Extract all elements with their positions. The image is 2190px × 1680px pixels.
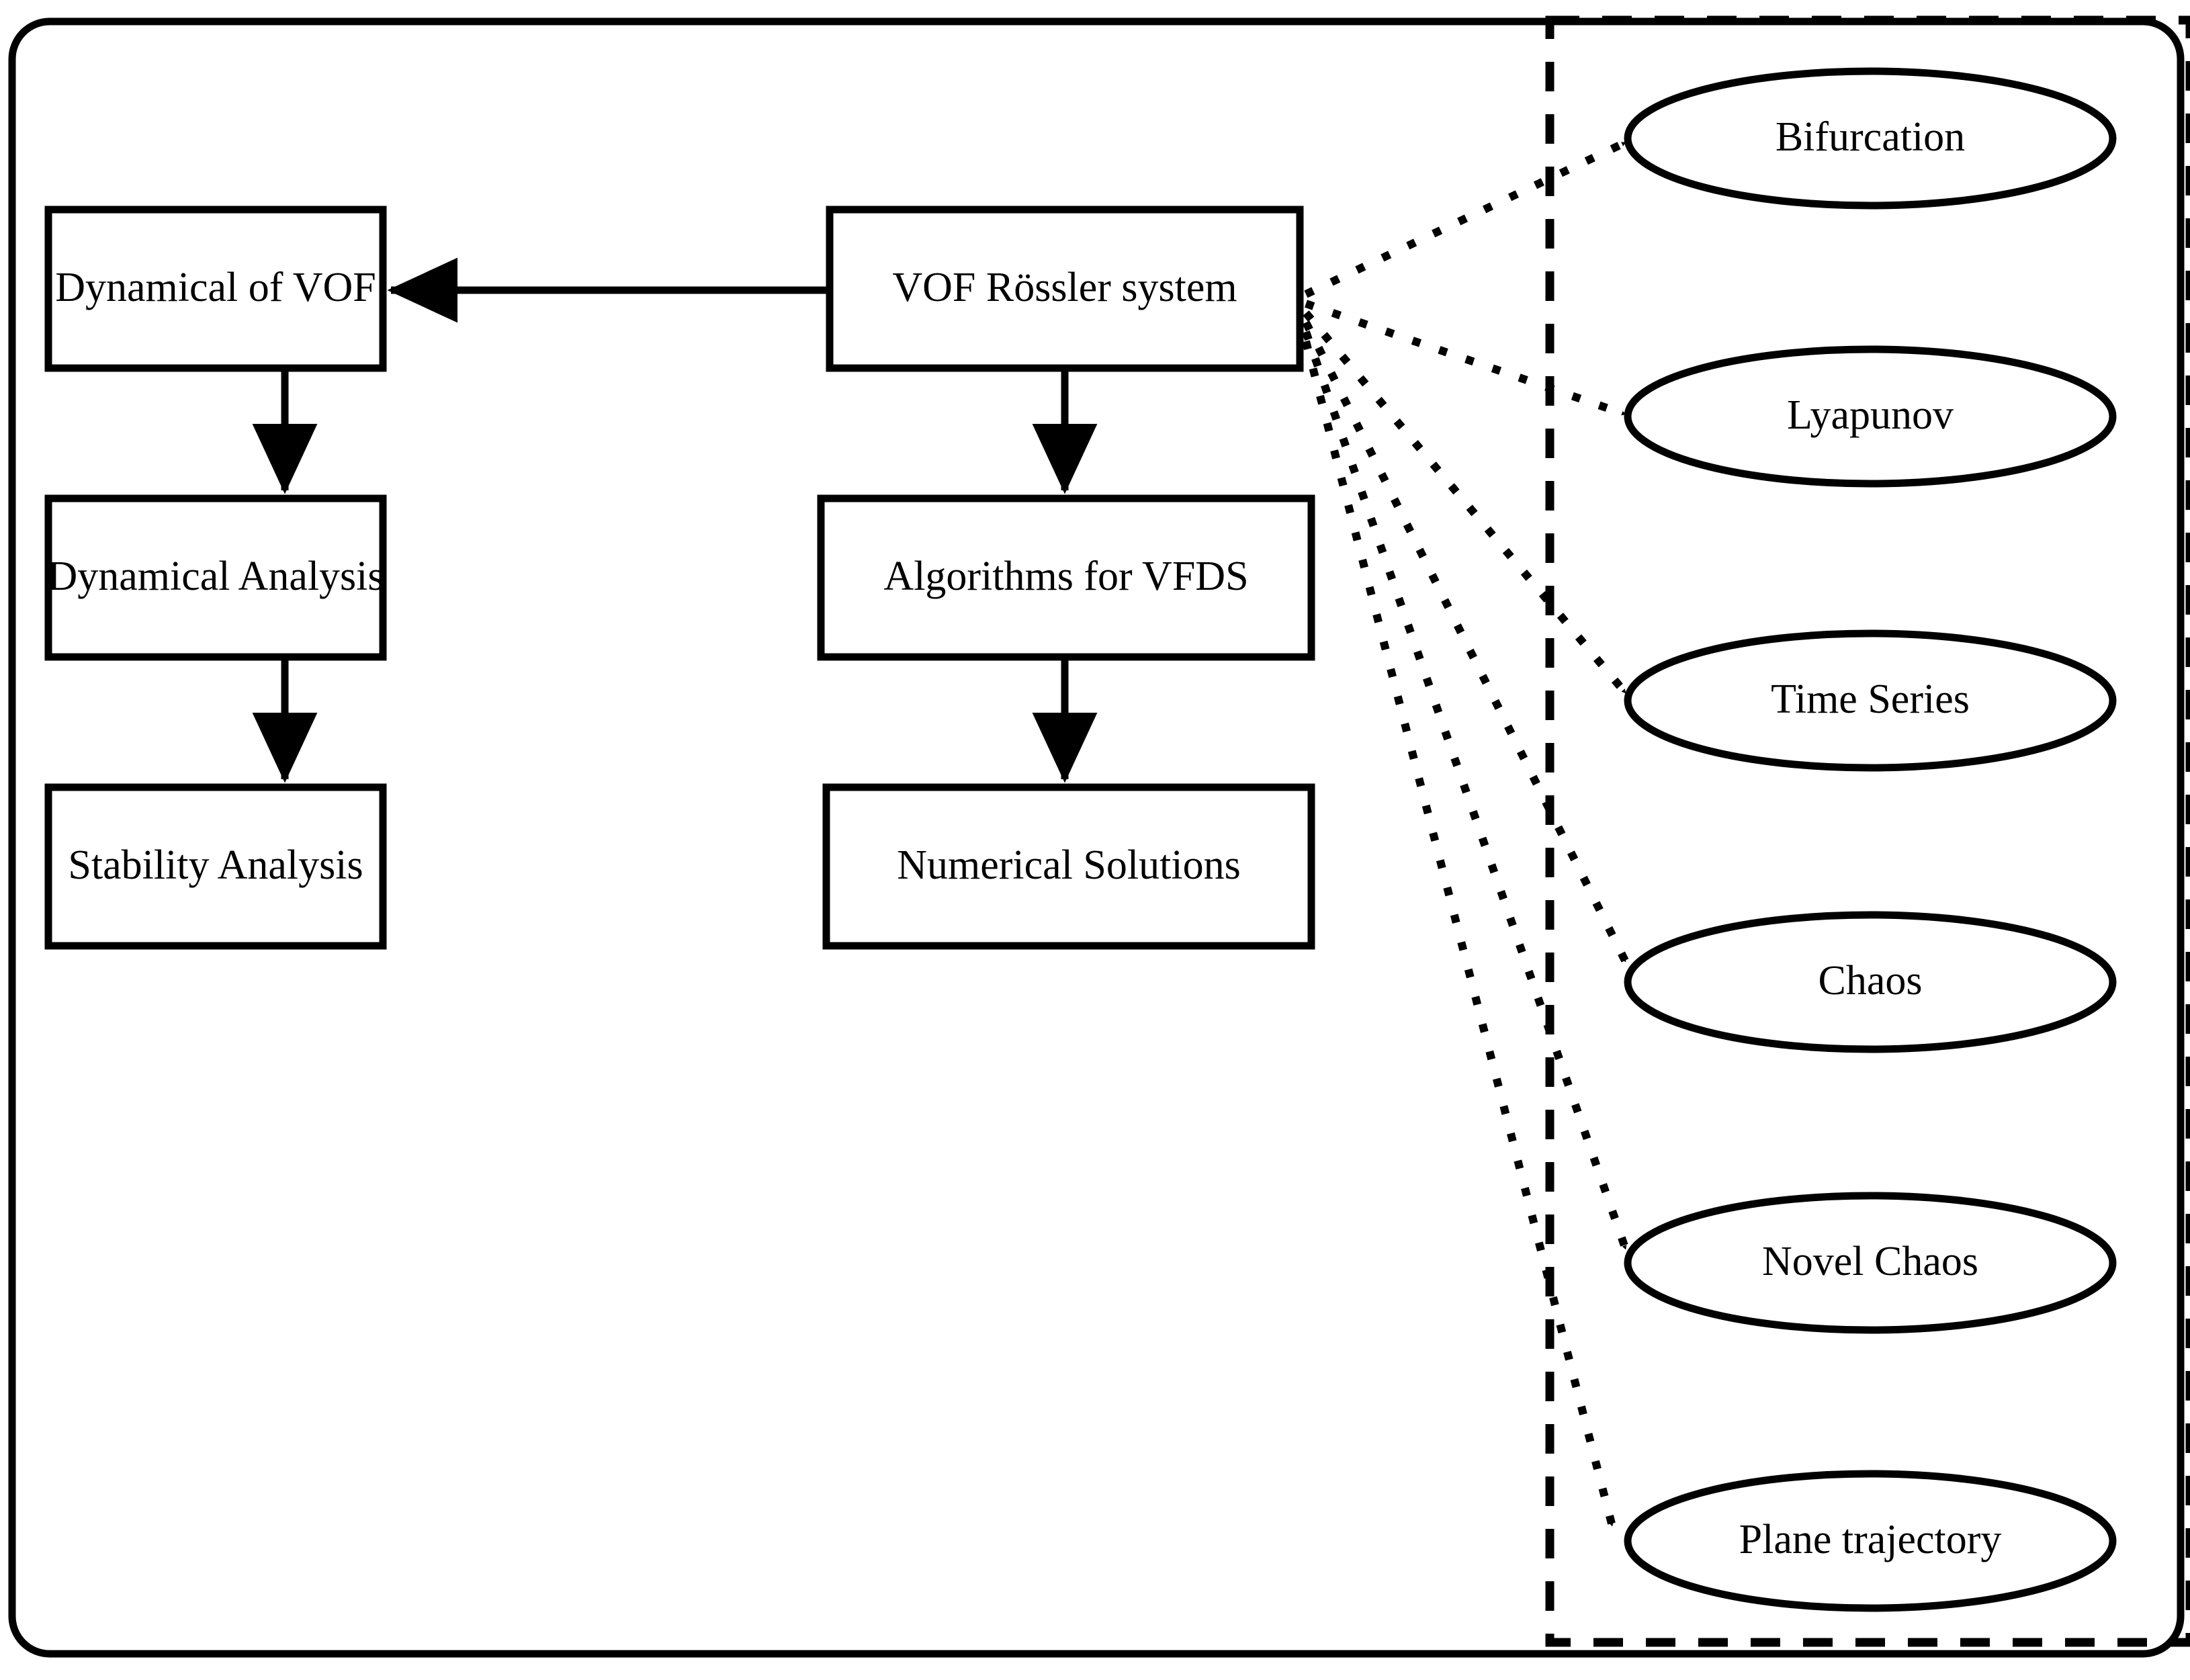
process-box-numerical-solutions[interactable]: Numerical Solutions <box>822 783 1315 950</box>
result-ellipse-chaos[interactable]: Chaos <box>1624 911 2117 1053</box>
process-box-algorithms-for-vfds[interactable]: Algorithms for VFDS <box>817 494 1315 661</box>
result-ellipse-novel-chaos[interactable]: Novel Chaos <box>1624 1192 2117 1334</box>
process-box-dynamical-of-vof[interactable]: Dynamical of VOF <box>44 206 387 372</box>
box-label: Numerical Solutions <box>897 842 1240 888</box>
result-ellipse-lyapunov[interactable]: Lyapunov <box>1624 345 2117 488</box>
dotted-rossler-to-time-series <box>1303 310 1629 696</box>
ellipse-label: Novel Chaos <box>1762 1239 1978 1284</box>
dotted-rossler-to-lyapunov <box>1305 300 1627 418</box>
dotted-rossler-to-novel-chaos <box>1302 330 1630 1251</box>
box-outline <box>822 783 1315 950</box>
result-ellipse-bifurcation[interactable]: Bifurcation <box>1624 67 2117 210</box>
box-outline <box>44 783 387 950</box>
box-outline <box>817 494 1315 661</box>
process-box-group: Dynamical of VOF Dynamical AnalysisStabil… <box>44 206 1315 950</box>
process-box-vof-rossler-system[interactable]: VOF Rössler system <box>826 206 1304 372</box>
box-label: Dynamical of VOF <box>55 265 376 310</box>
result-ellipse-time-series[interactable]: Time Series <box>1624 629 2117 772</box>
dotted-rossler-to-plane-trajectory <box>1302 340 1616 1528</box>
box-outline <box>44 494 387 661</box>
box-label: Stability Analysis <box>68 842 363 888</box>
solid-arrow-group <box>252 257 1098 783</box>
ellipse-outline <box>1624 67 2117 210</box>
ellipse-outline <box>1624 629 2117 772</box>
ellipse-label: Bifurcation <box>1776 114 1965 160</box>
dotted-arrow-group <box>1302 138 1630 1528</box>
process-box-stability-analysis[interactable]: Stability Analysis <box>44 783 387 950</box>
box-outline <box>44 206 387 372</box>
process-box-dynamical-analysis[interactable]: Dynamical Analysis <box>44 494 387 661</box>
dotted-rossler-to-chaos <box>1302 320 1630 964</box>
ellipse-outline <box>1624 911 2117 1053</box>
box-label: VOF Rössler system <box>892 265 1237 310</box>
ellipse-label: Chaos <box>1819 958 1923 1004</box>
dotted-rossler-to-bifurcation <box>1304 138 1628 298</box>
ellipse-outline <box>1624 1192 2117 1334</box>
ellipse-label: Time Series <box>1771 676 1970 722</box>
ellipse-outline <box>1624 345 2117 488</box>
ellipse-outline <box>1624 1470 2117 1612</box>
dashed-results-group <box>1545 15 2190 1647</box>
box-outline <box>826 206 1304 372</box>
box-label: Algorithms for VFDS <box>883 554 1248 599</box>
ellipse-label: Plane trajectory <box>1739 1517 2002 1562</box>
dashed-group-rect <box>1545 15 2190 1647</box>
box-label: Dynamical Analysis <box>47 554 384 599</box>
outer-frame-rect <box>8 17 2185 1658</box>
outer-rounded-frame <box>8 17 2185 1658</box>
ellipse-label: Lyapunov <box>1787 392 1954 438</box>
result-ellipse-plane-trajectory[interactable]: Plane trajectory <box>1624 1470 2117 1612</box>
